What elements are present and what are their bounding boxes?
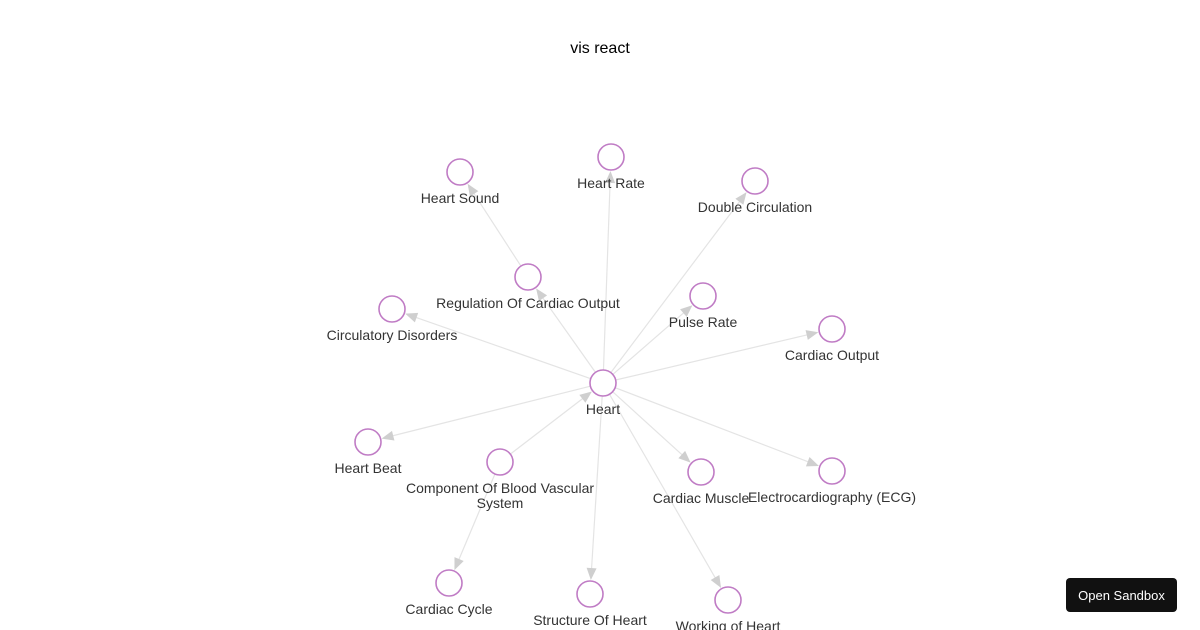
edge-heart-to-heart-rate[interactable] (602, 170, 616, 371)
node-label: Circulatory Disorders (327, 327, 458, 343)
node-label: Double Circulation (698, 199, 812, 215)
edge-heart-to-double-circulation[interactable] (610, 192, 747, 373)
node-label: Cardiac Output (785, 347, 879, 363)
node-label: Pulse Rate (669, 314, 738, 330)
edge-line (471, 190, 522, 267)
edge-arrowhead (805, 330, 819, 340)
edge-line (389, 385, 591, 438)
node-heart-rate[interactable]: Heart Rate (577, 143, 645, 191)
edge-arrowhead (605, 170, 616, 184)
node-circle[interactable] (714, 586, 742, 614)
edge-arrowhead (680, 305, 693, 317)
node-circle[interactable] (486, 448, 514, 476)
node-circle[interactable] (435, 569, 463, 597)
edge-heart-to-cardiac-output[interactable] (615, 330, 819, 381)
edge-line (614, 387, 812, 464)
node-label: Working of Heart (676, 618, 781, 630)
edges-layer (381, 170, 819, 588)
node-cardiac-muscle[interactable]: Cardiac Muscle (653, 458, 750, 506)
edge-line (612, 391, 686, 458)
node-circle[interactable] (589, 369, 617, 397)
node-label: Electrocardiography (ECG) (748, 489, 916, 505)
edge-regulation-of-cardiac-output-to-heart-sound[interactable] (467, 183, 522, 267)
page-title: vis react (570, 40, 630, 57)
node-circle[interactable] (597, 143, 625, 171)
edge-arrowhead (805, 457, 819, 467)
node-label: Heart Beat (335, 460, 402, 476)
edge-arrowhead (467, 183, 479, 197)
node-heart-beat[interactable]: Heart Beat (335, 428, 402, 476)
edge-line (602, 178, 611, 371)
edge-line (610, 198, 743, 373)
edge-line (509, 395, 586, 455)
node-circle[interactable] (446, 158, 474, 186)
node-circle[interactable] (687, 458, 715, 486)
edge-component-of-blood-vascular-system-to-cardiac-cycle[interactable] (454, 473, 496, 571)
node-circle[interactable] (689, 282, 717, 310)
edge-heart-to-cardiac-muscle[interactable] (612, 391, 691, 463)
edge-arrowhead (454, 557, 464, 571)
edge-line (612, 309, 687, 375)
edge-heart-to-regulation-of-cardiac-output[interactable] (536, 288, 596, 373)
edge-arrowhead (735, 192, 747, 205)
edge-heart-to-working-of-heart[interactable] (608, 393, 722, 588)
node-circle[interactable] (741, 167, 769, 195)
node-circulatory-disorders[interactable]: Circulatory Disorders (327, 295, 458, 343)
edge-arrowhead (710, 574, 722, 588)
edge-heart-to-heart-beat[interactable] (381, 385, 591, 441)
edge-heart-to-pulse-rate[interactable] (612, 305, 693, 375)
open-sandbox-button[interactable]: Open Sandbox (1066, 578, 1177, 612)
edge-heart-to-circulatory-disorders[interactable] (405, 312, 591, 380)
node-circle[interactable] (514, 263, 542, 291)
node-circle[interactable] (818, 457, 846, 485)
edge-line (608, 393, 718, 582)
edge-arrowhead (579, 391, 592, 403)
node-regulation-of-cardiac-output[interactable]: Regulation Of Cardiac Output (436, 263, 620, 311)
node-label: Cardiac Cycle (405, 601, 492, 617)
node-heart[interactable]: Heart (586, 369, 620, 417)
node-circle[interactable] (818, 315, 846, 343)
node-cardiac-output[interactable]: Cardiac Output (785, 315, 879, 363)
node-circle[interactable] (576, 580, 604, 608)
node-label: Heart (586, 401, 620, 417)
edge-line (540, 294, 596, 373)
edge-arrowhead (536, 288, 548, 302)
edge-line (615, 333, 811, 381)
edge-heart-to-structure-of-heart[interactable] (586, 395, 603, 581)
edge-line (456, 473, 496, 563)
edge-line (590, 395, 603, 573)
node-electrocardiography-ecg[interactable]: Electrocardiography (ECG) (748, 457, 916, 505)
node-structure-of-heart[interactable]: Structure Of Heart (533, 580, 647, 628)
edge-arrowhead (678, 450, 691, 463)
edge-arrowhead (381, 430, 395, 441)
node-label: Heart Sound (421, 190, 500, 206)
node-heart-sound[interactable]: Heart Sound (421, 158, 500, 206)
node-cardiac-cycle[interactable]: Cardiac Cycle (405, 569, 493, 617)
edge-arrowhead (586, 567, 597, 581)
node-label: Regulation Of Cardiac Output (436, 295, 620, 311)
edge-heart-to-electrocardiography-ecg[interactable] (614, 387, 819, 467)
edge-line (412, 315, 591, 380)
node-working-of-heart[interactable]: Working of Heart (676, 586, 781, 630)
node-circle[interactable] (354, 428, 382, 456)
node-label: Structure Of Heart (533, 612, 647, 628)
edge-component-of-blood-vascular-system-to-heart[interactable] (509, 391, 592, 455)
node-circle[interactable] (378, 295, 406, 323)
edge-arrowhead (405, 312, 419, 323)
node-double-circulation[interactable]: Double Circulation (698, 167, 812, 215)
node-label: Cardiac Muscle (653, 490, 750, 506)
node-label: Heart Rate (577, 175, 645, 191)
node-pulse-rate[interactable]: Pulse Rate (669, 282, 738, 330)
